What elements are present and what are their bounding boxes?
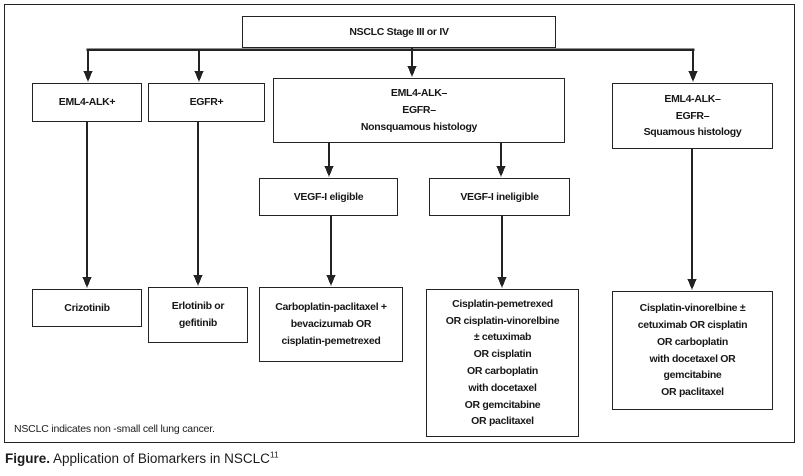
node-erlotinib-gefitinib: Erlotinib or gefitinib	[148, 287, 248, 343]
node-squamous-histology: EML4-ALK– EGFR– Squamous histology	[612, 83, 773, 149]
figure-footnote: NSCLC indicates non -small cell lung can…	[14, 423, 215, 435]
node-nsclc-stage-iii-iv: NSCLC Stage III or IV	[242, 16, 556, 48]
node-eml4-alk-positive: EML4-ALK+	[32, 83, 142, 122]
caption-prefix: Figure.	[5, 451, 51, 466]
figure-caption: Figure. Application of Biomarkers in NSC…	[5, 449, 279, 466]
node-crizotinib: Crizotinib	[32, 289, 142, 327]
node-egfr-positive: EGFR+	[148, 83, 265, 122]
node-cisplatin-vinorelbine-regimen: Cisplatin-vinorelbine ± cetuximab OR cis…	[612, 291, 773, 410]
node-carboplatin-regimen: Carboplatin-paclitaxel + bevacizumab OR …	[259, 287, 403, 362]
caption-superscript: 11	[269, 449, 279, 460]
node-vegf-ineligible: VEGF-I ineligible	[429, 178, 570, 216]
node-nonsquamous-histology: EML4-ALK– EGFR– Nonsquamous histology	[273, 78, 565, 143]
node-vegf-eligible: VEGF-I eligible	[259, 178, 398, 216]
caption-text: Application of Biomarkers in NSCLC	[50, 451, 270, 466]
node-cisplatin-pemetrexed-regimen: Cisplatin-pemetrexed OR cisplatin-vinore…	[426, 289, 579, 437]
figure-border	[4, 4, 795, 443]
